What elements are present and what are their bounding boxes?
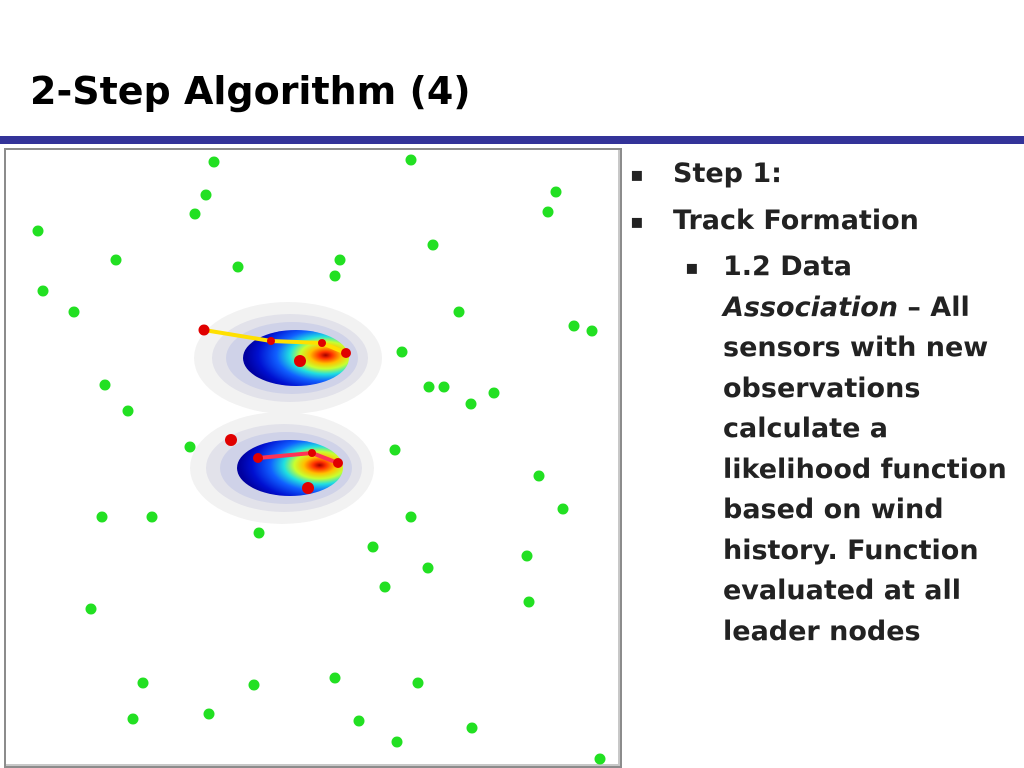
sensor-dot-icon <box>367 541 379 553</box>
sensor-nodes <box>32 154 606 765</box>
estimate-dot-icon <box>308 449 316 457</box>
sensor-dot-icon <box>189 208 201 220</box>
sensor-dot-icon <box>146 511 158 523</box>
sensor-dot-icon <box>427 239 439 251</box>
sensor-dot-icon <box>208 156 220 168</box>
bullet-step: ▪ Step 1: <box>630 154 1020 195</box>
estimate-dot-icon <box>318 339 326 347</box>
bullet-track-formation-text: Track Formation <box>673 204 919 236</box>
sub-bullet-prefix: 1.2 Data <box>723 251 852 282</box>
bullet-list: ▪ Step 1: ▪ Track Formation ▪ 1.2 Data A… <box>630 154 1020 652</box>
estimate-dot-icon <box>198 324 210 336</box>
sensor-dot-icon <box>438 381 450 393</box>
slide-title: 2-Step Algorithm (4) <box>30 69 471 113</box>
bullet-marker-icon: ▪ <box>630 208 644 233</box>
sensor-dot-icon <box>521 550 533 562</box>
sensor-dot-icon <box>488 387 500 399</box>
bullet-track-formation: ▪ Track Formation <box>630 201 1020 242</box>
sensor-dot-icon <box>586 325 598 337</box>
likelihood-blob-1 <box>194 302 382 414</box>
sensor-dot-icon <box>32 225 44 237</box>
sensor-dot-icon <box>550 186 562 198</box>
sensor-dot-icon <box>423 381 435 393</box>
sensor-dot-icon <box>422 562 434 574</box>
sensor-dot-icon <box>200 189 212 201</box>
estimate-dot-icon <box>253 453 263 463</box>
sensor-dot-icon <box>122 405 134 417</box>
sensor-dot-icon <box>396 346 408 358</box>
sub-bullet-data-association: ▪ 1.2 Data Association – All sensors wit… <box>685 247 1020 652</box>
estimate-dot-icon <box>294 355 306 367</box>
sensor-dot-icon <box>405 511 417 523</box>
sensor-dot-icon <box>329 270 341 282</box>
sensor-dot-icon <box>389 444 401 456</box>
sensor-dot-icon <box>353 715 365 727</box>
sensor-dot-icon <box>99 379 111 391</box>
estimate-dot-icon <box>333 458 343 468</box>
bullet-step-text: Step 1: <box>673 158 782 189</box>
sensor-dot-icon <box>37 285 49 297</box>
sub-bullet-emphasis: Association <box>723 291 898 323</box>
bullet-marker-icon: ▪ <box>630 162 644 186</box>
sensor-dot-icon <box>391 736 403 748</box>
estimate-nodes <box>198 324 351 494</box>
sensor-dot-icon <box>334 254 346 266</box>
sensor-dot-icon <box>379 581 391 593</box>
sensor-dot-icon <box>533 470 545 482</box>
estimate-dot-icon <box>225 434 237 446</box>
sensor-dot-icon <box>96 511 108 523</box>
sensor-dot-icon <box>184 441 196 453</box>
track-line-1 <box>203 328 347 355</box>
estimate-dot-icon <box>341 348 351 358</box>
sensor-dot-icon <box>542 206 554 218</box>
estimate-dot-icon <box>267 337 275 345</box>
sensor-dot-icon <box>110 254 122 266</box>
title-rule <box>0 136 1024 144</box>
estimate-dot-icon <box>302 482 314 494</box>
sensor-dot-icon <box>127 713 139 725</box>
sensor-dot-icon <box>465 398 477 410</box>
sensor-dot-icon <box>85 603 97 615</box>
sub-bullet-marker-icon: ▪ <box>685 255 699 279</box>
sensor-dot-icon <box>412 677 424 689</box>
sensor-dot-icon <box>232 261 244 273</box>
sensor-field-figure <box>4 148 622 768</box>
sensor-dot-icon <box>137 677 149 689</box>
sensor-dot-icon <box>203 708 215 720</box>
sensor-dot-icon <box>248 679 260 691</box>
sensor-dot-icon <box>253 527 265 539</box>
sensor-dot-icon <box>453 306 465 318</box>
sensor-dot-icon <box>568 320 580 332</box>
sensor-dot-icon <box>466 722 478 734</box>
sub-bullet-rest: – All sensors with new observations calc… <box>723 291 1007 647</box>
likelihood-blob-2 <box>190 412 374 524</box>
sensor-dot-icon <box>557 503 569 515</box>
sensor-dot-icon <box>523 596 535 608</box>
sensor-dot-icon <box>68 306 80 318</box>
sensor-dot-icon <box>594 753 606 765</box>
sensor-dot-icon <box>329 672 341 684</box>
sensor-dot-icon <box>405 154 417 166</box>
